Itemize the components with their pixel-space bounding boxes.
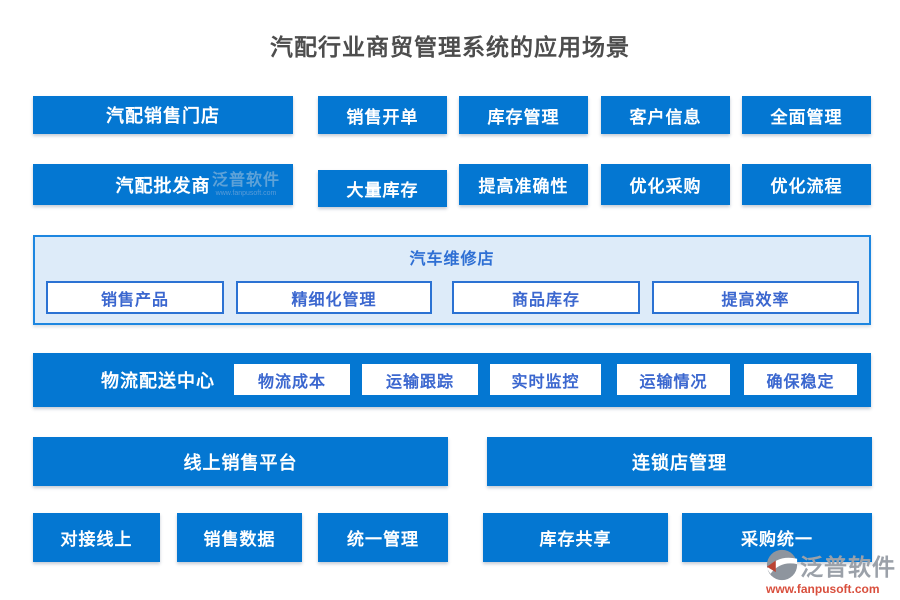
- button-improve-efficiency[interactable]: 提高效率: [652, 281, 859, 314]
- button-optimize-procurement[interactable]: 优化采购: [601, 164, 730, 205]
- button-sales-data[interactable]: 销售数据: [177, 513, 302, 562]
- section-title-auto-repair-shop: 汽车维修店: [409, 251, 495, 268]
- button-ensure-stability[interactable]: 确保稳定: [744, 364, 857, 395]
- page-title: 汽配行业商贸管理系统的应用场景: [270, 34, 630, 60]
- button-optimize-process[interactable]: 优化流程: [742, 164, 871, 205]
- section-title-logistics-center: 物流配送中心: [101, 371, 215, 391]
- button-comprehensive-management[interactable]: 全面管理: [742, 96, 871, 134]
- fanpu-logo[interactable]: 泛普软件 www.fanpusoft.com: [766, 548, 898, 596]
- button-online-sales-platform[interactable]: 线上销售平台: [33, 437, 448, 486]
- fanpu-logo-url: www.fanpusoft.com: [766, 582, 880, 596]
- fanpu-logo-text: 泛普软件: [800, 554, 896, 580]
- button-customer-info[interactable]: 客户信息: [601, 96, 730, 134]
- button-realtime-monitoring[interactable]: 实时监控: [490, 364, 601, 395]
- section-logistics-distribution-center: 物流配送中心 物流成本 运输跟踪 实时监控 运输情况 确保稳定: [33, 353, 871, 407]
- button-large-inventory[interactable]: 大量库存: [318, 170, 447, 207]
- button-inventory-sharing[interactable]: 库存共享: [483, 513, 668, 562]
- button-improve-accuracy[interactable]: 提高准确性: [459, 164, 588, 205]
- button-auto-parts-wholesaler[interactable]: 汽配批发商: [33, 164, 293, 205]
- button-goods-inventory[interactable]: 商品库存: [452, 281, 640, 314]
- button-connect-online[interactable]: 对接线上: [33, 513, 160, 562]
- button-sales-billing[interactable]: 销售开单: [318, 96, 447, 134]
- button-inventory-management[interactable]: 库存管理: [459, 96, 588, 134]
- fanpu-logo-icon: [766, 549, 798, 581]
- button-auto-parts-retail-store[interactable]: 汽配销售门店: [33, 96, 293, 134]
- button-chain-store-management[interactable]: 连锁店管理: [487, 437, 872, 486]
- button-logistics-cost[interactable]: 物流成本: [234, 364, 350, 395]
- button-refined-management[interactable]: 精细化管理: [236, 281, 432, 314]
- button-transport-status[interactable]: 运输情况: [617, 364, 730, 395]
- button-transport-tracking[interactable]: 运输跟踪: [362, 364, 478, 395]
- button-sell-products[interactable]: 销售产品: [46, 281, 224, 314]
- section-auto-repair-shop: 汽车维修店 销售产品 精细化管理 商品库存 提高效率: [33, 235, 871, 325]
- button-unified-management[interactable]: 统一管理: [318, 513, 448, 562]
